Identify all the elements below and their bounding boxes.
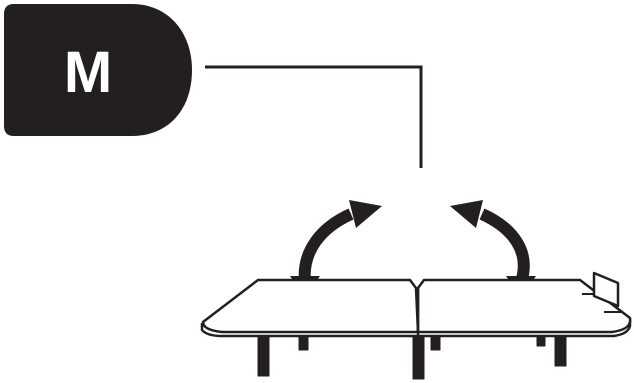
memory-button-label: M [64,40,112,105]
adjustable-bed-base-icon [200,271,632,380]
leader-line [205,65,423,168]
memory-button-icon: M [4,4,192,136]
